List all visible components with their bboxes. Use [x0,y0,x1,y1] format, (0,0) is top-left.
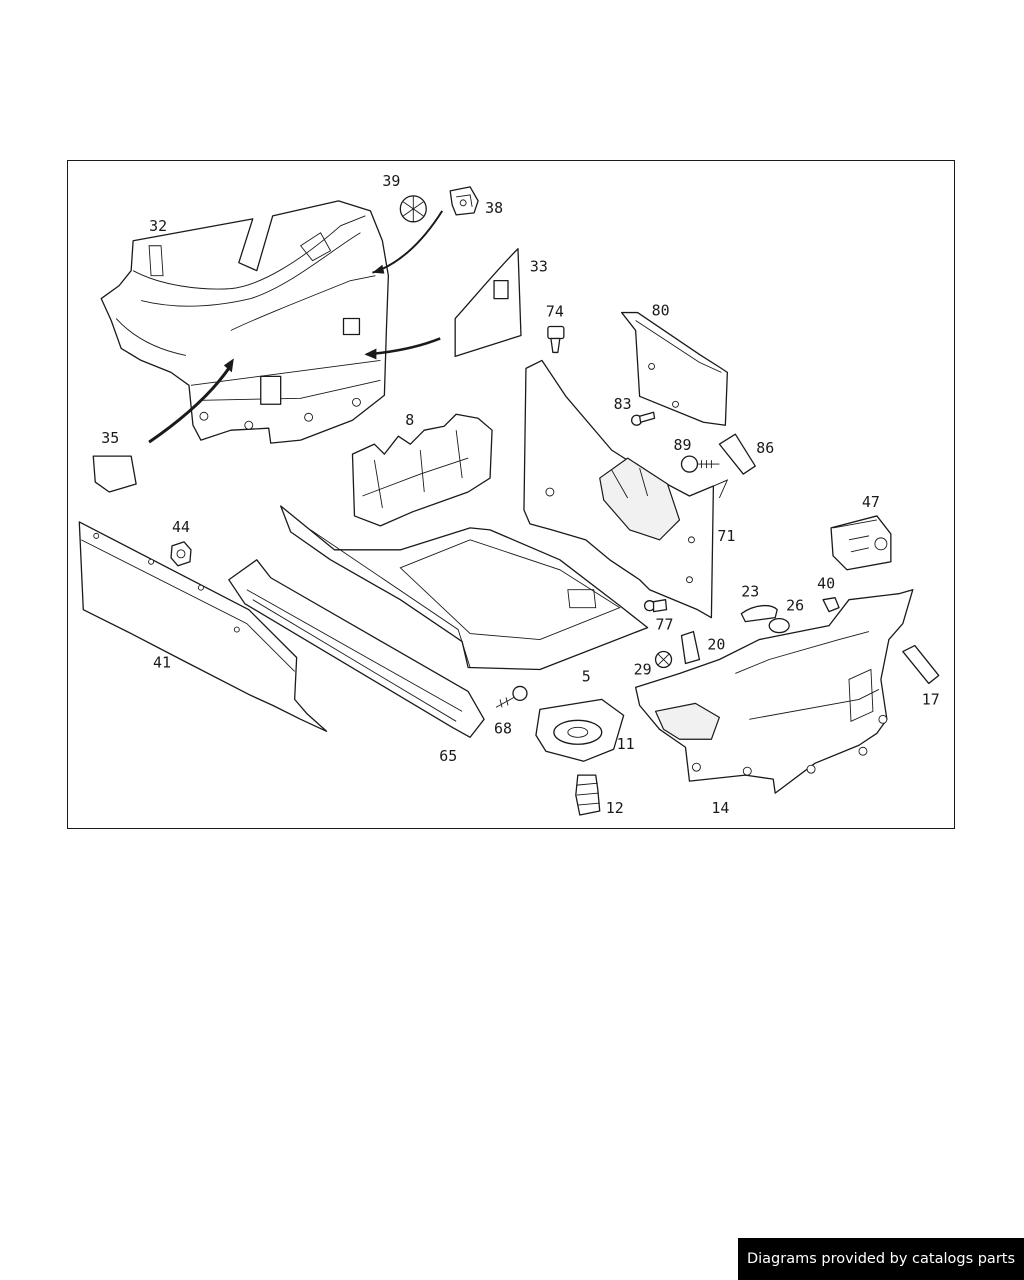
callout-12: 12 [606,799,624,817]
parts-diagram: 32 39 38 33 74 80 83 89 86 8 35 47 44 71… [78,172,940,817]
part-71-side-trim[interactable] [523,359,729,619]
callout-33: 33 [530,258,548,276]
part-5-floor-liner[interactable] [280,505,649,671]
callout-47: 47 [862,493,880,511]
callout-5: 5 [582,667,591,685]
attribution-banner: Diagrams provided by catalogs parts [738,1238,1024,1280]
callout-80: 80 [652,302,670,320]
part-89-screw[interactable] [680,455,720,473]
part-23-bracket[interactable] [740,605,778,623]
arrow-33-to-32 [364,337,441,360]
part-74-push-clip[interactable] [547,325,565,354]
part-12-bumper[interactable] [575,774,601,816]
callout-68: 68 [494,719,512,737]
callout-41: 41 [153,653,171,671]
callout-14: 14 [711,799,729,817]
part-17-clip[interactable] [902,644,940,685]
part-80-side-panel[interactable] [621,311,728,426]
part-26-cap[interactable] [768,617,790,634]
callout-40: 40 [817,575,835,593]
callout-35: 35 [101,429,119,447]
callout-65: 65 [439,747,457,765]
callout-17: 17 [922,690,940,708]
callout-39: 39 [382,172,400,190]
part-44-nut[interactable] [170,541,192,567]
part-20-block[interactable] [680,630,701,665]
part-47-module[interactable] [830,515,892,571]
callout-71: 71 [717,527,735,545]
callout-32: 32 [149,217,167,235]
part-29-washer[interactable] [654,650,673,669]
part-77-clip[interactable] [643,599,668,613]
callout-74: 74 [546,303,564,321]
callout-29: 29 [634,660,652,678]
callout-77: 77 [656,616,674,634]
part-38-clip[interactable] [449,186,479,216]
arrow-35-to-32 [148,358,234,444]
callout-11: 11 [617,735,635,753]
arrow-38-to-32 [372,210,444,274]
part-32-wheel-arch-lining[interactable] [100,200,390,444]
part-83-pin[interactable] [630,411,656,426]
part-65-sill-rail[interactable] [228,559,485,738]
part-86-plate[interactable] [718,433,756,475]
callout-44: 44 [172,518,190,536]
part-33-cover-plate[interactable] [454,248,522,358]
part-8-bracket[interactable] [351,413,493,527]
part-14-wheel-housing[interactable] [634,589,914,794]
callout-20: 20 [707,636,725,654]
callout-83: 83 [614,395,632,413]
callout-38: 38 [485,199,503,217]
callout-8: 8 [405,411,414,429]
callout-26: 26 [786,597,804,615]
callout-86: 86 [756,439,774,457]
callout-23: 23 [741,583,759,601]
part-11-cup-mount[interactable] [535,698,625,762]
part-68-screw[interactable] [495,685,528,708]
callout-89: 89 [674,436,692,454]
part-39-star-clip[interactable] [399,195,427,223]
part-40-bolt[interactable] [822,597,840,613]
part-41-side-skirt[interactable] [78,521,328,732]
part-35-tab[interactable] [92,455,137,493]
parts-diagram-frame: 32 39 38 33 74 80 83 89 86 8 35 47 44 71… [67,160,955,829]
